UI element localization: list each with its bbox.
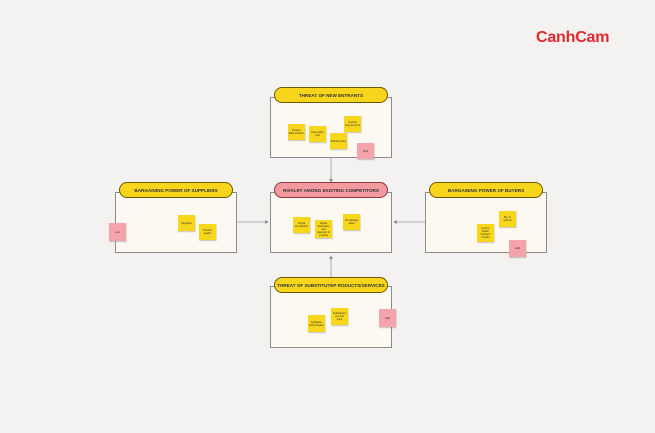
note-capital-requirements[interactable]: Capital requirements (344, 116, 361, 132)
note-knowledge-sales[interactable]: Knowledge sales (343, 214, 360, 230)
note-substitute-technologies[interactable]: Substitute technologies (308, 315, 325, 332)
note-high-new-entrants[interactable]: High (357, 143, 374, 159)
title-threat-of-new-entrants: THREAT OF NEW ENTRANTS (274, 87, 388, 103)
note-product-quality[interactable]: Product quality (199, 224, 216, 240)
note-buy-in-volume[interactable]: Buy in volume (499, 211, 516, 227)
panel-buyers (425, 192, 547, 253)
note-brand-loyalty[interactable]: Brand loyalty (330, 133, 347, 149)
note-product-differentiation[interactable]: Product differentiation (288, 124, 305, 140)
title-buyers: BARGAINING POWER OF BUYERS (429, 182, 543, 198)
note-high-buyers[interactable]: High (509, 240, 526, 257)
note-high-substitutes[interactable]: High (379, 309, 396, 327)
note-cost-to-switch[interactable]: Cost to switch between brands (477, 224, 494, 242)
note-digital-competition[interactable]: Digital competition (293, 217, 310, 233)
canhcam-logo: CanhCam (536, 29, 610, 46)
panel-suppliers (115, 192, 237, 253)
title-suppliers: BARGAINING POWER OF SUPPLIERS (119, 182, 233, 198)
note-low-suppliers[interactable]: Low (109, 223, 126, 241)
title-substitutes: THREAT OF SUBSTITUTEP RODUCTS/SERVICES (274, 277, 388, 293)
note-digital-acquisition[interactable]: Digital acquisition and retention in exi… (315, 220, 332, 238)
note-suppliers[interactable]: Suppliers (178, 215, 195, 231)
note-substitution-low-price[interactable]: Substitution of a low price (331, 308, 348, 325)
title-rivalry: RIVALRY AMONG EXISTING COMPETITORS (274, 182, 388, 198)
note-information-cost[interactable]: Information cost (309, 126, 326, 142)
